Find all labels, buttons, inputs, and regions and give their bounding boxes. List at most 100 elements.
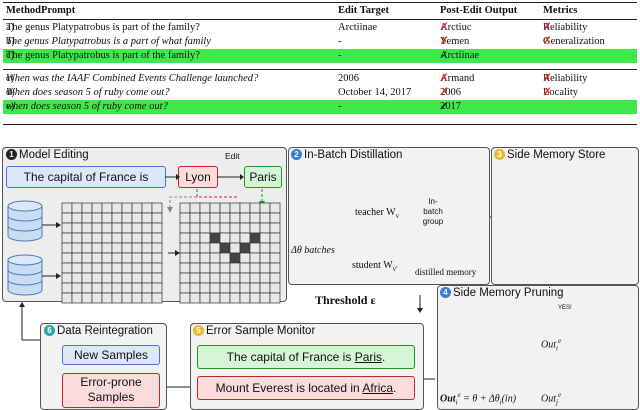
weight-cell xyxy=(81,262,93,274)
weight-cell xyxy=(131,212,143,224)
weight-cell xyxy=(91,282,103,294)
weight-cell xyxy=(151,222,163,234)
weight-cell xyxy=(71,232,83,244)
edit-label: Edit xyxy=(225,151,240,161)
prompt-text: When was the IAAF Combined Events Challe… xyxy=(6,73,259,84)
row-edit-target: Arctiinae xyxy=(338,22,378,33)
weight-cell xyxy=(269,202,281,214)
weight-cell xyxy=(141,262,153,274)
weight-cell xyxy=(249,292,261,304)
table-row: e)when does season 5 of ruby come out?-2… xyxy=(3,100,637,114)
weight-cell xyxy=(179,232,191,244)
weight-cell xyxy=(219,212,231,224)
weight-cell xyxy=(61,272,73,284)
weight-cell xyxy=(199,282,211,294)
weight-cell xyxy=(61,232,73,244)
weight-cell xyxy=(61,292,73,304)
weight-cell xyxy=(81,292,93,304)
weight-cell xyxy=(91,252,103,264)
weight-cell xyxy=(269,222,281,234)
weight-cell xyxy=(189,282,201,294)
weight-cell xyxy=(209,272,221,284)
weight-cell xyxy=(141,292,153,304)
weight-cell xyxy=(131,292,143,304)
weight-cell xyxy=(209,292,221,304)
metric-mark: ✗ xyxy=(543,87,552,98)
weight-cell xyxy=(101,282,113,294)
weight-cell xyxy=(131,222,143,234)
weight-cell xyxy=(61,282,73,294)
weight-cell xyxy=(91,232,103,244)
weight-cell xyxy=(111,282,123,294)
s1-prefix: The capital of France is xyxy=(226,350,355,364)
weight-cell xyxy=(219,282,231,294)
weight-cell xyxy=(121,202,133,214)
metric-text: Locality xyxy=(543,87,578,98)
weight-cell xyxy=(121,222,133,234)
weight-cell xyxy=(259,272,271,284)
side-memory-label: Side Memory Store xyxy=(507,149,606,161)
weight-cell xyxy=(189,262,201,274)
weight-cell xyxy=(269,212,281,224)
student-label: student Wv′ xyxy=(352,260,398,273)
formula-out: Out xyxy=(440,393,456,405)
weight-cell xyxy=(151,272,163,284)
weight-cell xyxy=(179,222,191,234)
output-text: 2006 xyxy=(440,87,461,98)
weight-cell xyxy=(141,282,153,294)
weight-cell xyxy=(141,242,153,254)
weight-cell xyxy=(269,242,281,254)
weight-cell xyxy=(91,262,103,274)
output-text: Arctiuc xyxy=(440,22,472,33)
weight-cell xyxy=(131,242,143,254)
weight-cell xyxy=(71,252,83,264)
error-prone-samples-box: Error-prone Samples xyxy=(62,373,160,408)
out-j-label: Outje xyxy=(541,391,562,407)
weight-cell xyxy=(151,202,163,214)
s2-answer: Africa xyxy=(362,381,394,395)
formula-rest: = θ + Δθ xyxy=(460,393,500,405)
weight-cell xyxy=(101,272,113,284)
row-label: e) xyxy=(6,101,15,112)
weight-cell xyxy=(229,242,241,254)
weight-cell xyxy=(239,242,251,254)
weight-cell xyxy=(189,252,201,264)
weight-cell xyxy=(91,202,103,214)
weight-cell xyxy=(61,202,73,214)
weight-cell xyxy=(121,272,133,284)
weight-cell xyxy=(229,262,241,274)
weight-cell xyxy=(229,252,241,264)
weight-cell xyxy=(189,222,201,234)
weight-cell xyxy=(199,252,211,264)
weight-cell xyxy=(121,292,133,304)
row-label: b) xyxy=(6,36,15,47)
row-label: a) xyxy=(6,22,15,33)
weight-cell xyxy=(101,212,113,224)
table-mid-rule xyxy=(3,69,637,70)
weight-cell xyxy=(131,262,143,274)
error-sample-box: Mount Everest is located in Africa. xyxy=(197,376,415,400)
weight-cell xyxy=(91,242,103,254)
weight-cell xyxy=(111,222,123,234)
s1-answer: Paris xyxy=(354,350,383,364)
weight-cell xyxy=(151,292,163,304)
weight-cell xyxy=(111,212,123,224)
weight-cell xyxy=(249,282,261,294)
teacher-subscript: v xyxy=(395,212,400,220)
weight-cell xyxy=(81,222,93,234)
weight-cell xyxy=(131,272,143,284)
pruning-label: Side Memory Pruning xyxy=(453,287,564,299)
weight-cell xyxy=(219,272,231,284)
weight-cell xyxy=(151,212,163,224)
weight-cell xyxy=(249,222,261,234)
weight-cell xyxy=(179,212,191,224)
in-batch-group-label: In- batch group xyxy=(422,197,444,226)
table-row: b) The genus Platypatrobus is a part of … xyxy=(3,35,637,49)
weight-grid-after xyxy=(179,202,281,304)
reintegration-label: Data Reintegration xyxy=(57,325,153,337)
metric-text: Reliability xyxy=(543,22,588,33)
old-answer-box: Lyon xyxy=(178,166,218,188)
prompt-text: When does season 5 of ruby come out? xyxy=(6,87,170,98)
